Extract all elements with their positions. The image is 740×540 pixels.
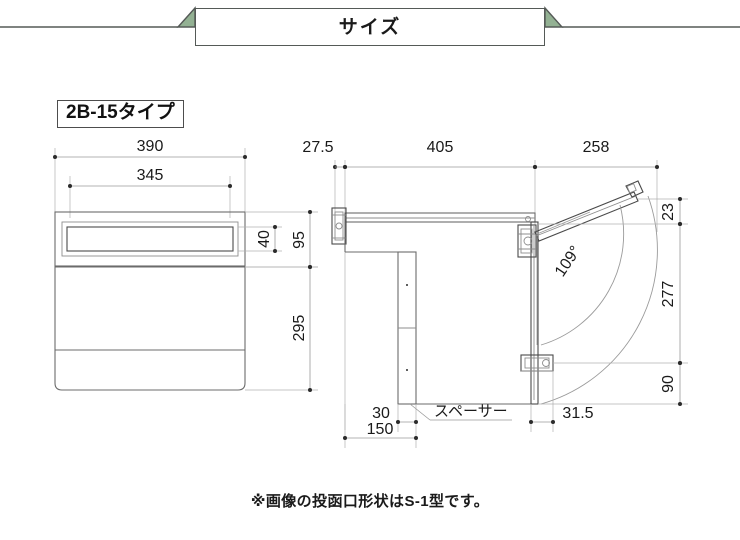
dim-front-offset: 27.5 [302,139,347,169]
dim-door-top-gap: 23 [660,197,682,226]
dim-upper-height-text: 95 [291,231,308,249]
front-lower-body [54,266,246,391]
front-slot-inner [66,226,234,252]
dim-overall-width: 390 [53,138,247,159]
side-swing-arc-inner [540,204,625,346]
dim-slot-width: 345 [68,167,232,188]
dim-door-height-text: 277 [660,281,677,308]
side-top-plate [344,212,536,223]
banner-title-box: サイズ [195,8,545,46]
front-view-group: 390 345 [53,138,318,392]
banner-right-wing [544,6,564,28]
dim-slot-height-text: 40 [256,230,273,248]
dim-front-offset-text: 27.5 [302,139,333,156]
dim-door-top-gap-text: 23 [660,203,677,221]
side-spacer-mark-1 [406,284,408,286]
footer-note: ※画像の投函口形状はS-1型です。 [0,490,740,511]
spacer-callout-label: スペーサー [434,403,508,420]
dim-lower-height: 295 [245,265,318,392]
dim-base-depth-text: 150 [367,421,394,438]
page-title: サイズ [338,16,402,38]
side-view-group: 27.5 405 258 [302,139,688,448]
dim-door-height: 277 [660,222,682,365]
side-spacer-mark-2 [406,369,408,371]
side-right-hinge [517,216,537,258]
side-swing-arc-outer [540,195,658,405]
dim-door-bottom: 90 [660,361,682,406]
dim-door-swing-depth: 258 [533,139,659,169]
dim-slot-width-text: 345 [137,167,164,184]
dim-base-depth: 150 [343,421,418,440]
footer-note-text: ※画像の投函口形状はS-1型です。 [250,493,490,510]
front-slot-outer [61,221,239,257]
angle-label: 109° [552,243,585,280]
dim-rear-offset: 31.5 [529,405,594,424]
dim-spacer-thickness: 30 [372,405,418,424]
header-banner: サイズ [0,0,740,62]
dim-body-depth: 405 [343,139,537,169]
dim-lower-height-text: 295 [291,315,308,342]
side-angle-leader-a [536,211,591,235]
dim-slot-height: 40 [238,225,282,253]
dim-overall-width-text: 390 [137,138,164,155]
banner-graphics [0,6,740,28]
dim-door-bottom-text: 90 [660,375,677,393]
side-front-wall [530,221,539,405]
spacer-callout: スペーサー [409,403,512,421]
type-label-text: 2B-15タイプ [66,102,175,123]
dim-rear-offset-text: 31.5 [562,405,593,422]
dim-door-swing-depth-text: 258 [583,139,610,156]
front-upper-plate [54,211,246,267]
side-left-hinge [331,207,347,245]
dim-body-depth-text: 405 [427,139,454,156]
dim-spacer-thickness-text: 30 [372,405,390,422]
side-bottom-latch [520,354,554,372]
side-open-door-panel [534,180,644,242]
type-label-box: 2B-15タイプ [57,100,184,128]
